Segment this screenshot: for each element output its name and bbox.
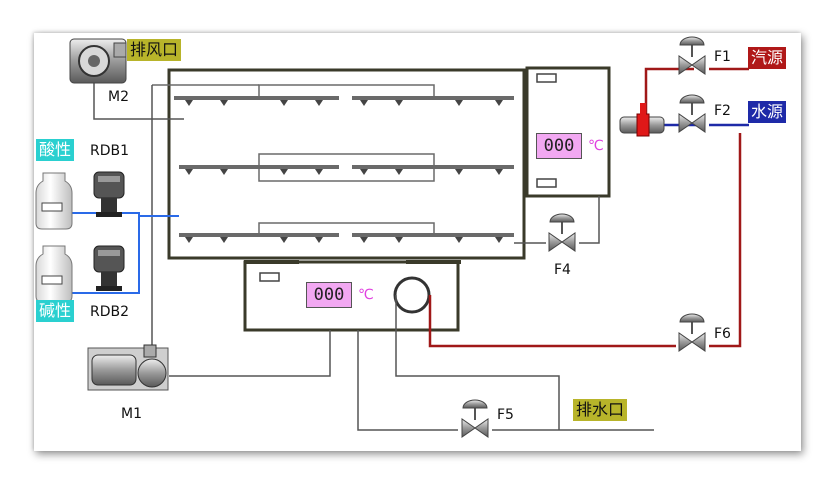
side-tank-temp-readout[interactable]: 000 ℃ [536, 133, 604, 159]
process-diagram [35, 36, 749, 438]
valve-f4-icon[interactable] [548, 213, 576, 252]
main-tank [167, 68, 526, 260]
exhaust-label: 排风口 [127, 39, 182, 61]
water-source-label: 水源 [748, 101, 787, 123]
steam-lines [428, 67, 749, 348]
valve-f5-label: F5 [497, 407, 514, 423]
side-tank [525, 66, 611, 198]
bottom-tank-temp-value[interactable]: 000 [306, 282, 352, 308]
bottom-tank-temp-unit: ℃ [358, 287, 374, 303]
side-tank-temp-value[interactable]: 000 [536, 133, 582, 159]
spray-feed-lines [152, 84, 435, 235]
acid-label: 酸性 [36, 139, 75, 161]
drain-label: 排水口 [573, 399, 628, 421]
pump-rdb1-label: RDB1 [90, 143, 130, 159]
valve-f1-label: F1 [714, 49, 731, 65]
motor-m1-label: M1 [121, 406, 142, 422]
valve-f4-label: F4 [554, 262, 571, 278]
pipes [93, 73, 654, 431]
dosing-pump-icon[interactable] [93, 245, 125, 291]
valve-f5-icon[interactable] [461, 399, 489, 438]
fan-icon[interactable] [69, 38, 127, 84]
bottle-icon [35, 245, 73, 303]
valve-f2-label: F2 [714, 103, 731, 119]
nozzles [185, 100, 503, 243]
dosing-pump-icon[interactable] [93, 171, 125, 217]
motor-m2-label: M2 [108, 89, 129, 105]
mixing-valve-icon [619, 103, 665, 137]
valve-f6-label: F6 [714, 326, 731, 342]
pump-rdb2-label: RDB2 [90, 304, 130, 320]
bottle-icon [35, 172, 73, 230]
valve-f6-icon[interactable] [678, 313, 706, 352]
steam-source-label: 汽源 [748, 47, 787, 69]
side-tank-temp-unit: ℃ [588, 138, 604, 154]
valve-f2-icon[interactable] [678, 94, 706, 133]
bottom-tank-temp-readout[interactable]: 000 ℃ [306, 282, 374, 308]
pump-motor-icon[interactable] [87, 344, 169, 391]
process-panel: 排风口 M2 酸性 RDB1 碱性 RDB2 M1 F1 汽源 F2 水源 F4… [34, 33, 801, 451]
spray-bars [174, 96, 514, 237]
alkali-label: 碱性 [36, 300, 75, 322]
heater-coil-icon [393, 276, 431, 314]
bottom-tank [243, 260, 461, 332]
